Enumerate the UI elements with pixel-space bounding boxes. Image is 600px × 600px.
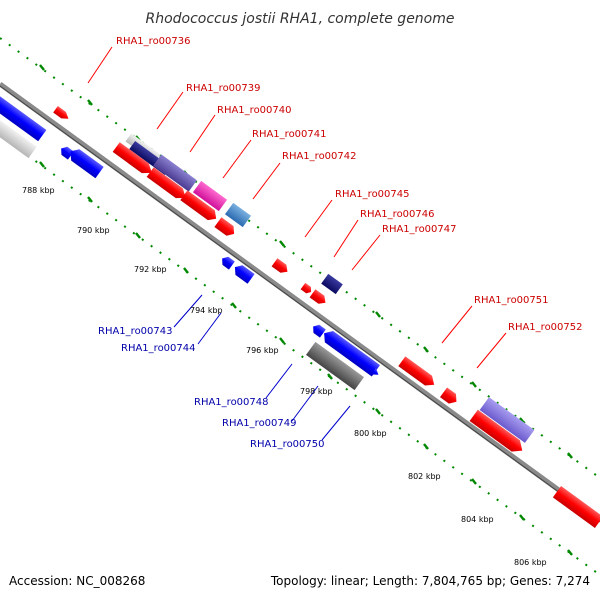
label-ro00751[interactable]: RHA1_ro00751	[474, 295, 549, 306]
gene-ro00745[interactable]	[300, 282, 314, 295]
gene-blue-1[interactable]	[58, 144, 74, 160]
gene-red-5[interactable]	[271, 258, 291, 275]
bottom-callout-lines	[173, 294, 351, 441]
top-callout-lines	[87, 46, 507, 369]
label-ro00748[interactable]: RHA1_ro00748	[194, 397, 269, 408]
gene-ro00746[interactable]	[309, 289, 329, 306]
bottom-gene-labels: RHA1_ro00743 RHA1_ro00744 RHA1_ro00748 R…	[98, 326, 325, 450]
label-ro00744[interactable]: RHA1_ro00744	[121, 343, 196, 354]
label-ro00752[interactable]: RHA1_ro00752	[508, 322, 583, 333]
label-ro00739[interactable]: RHA1_ro00739	[186, 83, 261, 94]
genome-backbone-shadow	[0, 85, 600, 523]
gene-ro00750[interactable]	[306, 341, 364, 391]
upper-major-ticks	[39, 64, 573, 459]
accession-text: Accession: NC_008268	[9, 574, 145, 588]
gene-red-7[interactable]	[440, 387, 460, 406]
tick-790: 790 kbp	[77, 226, 110, 235]
tick-804: 804 kbp	[461, 515, 494, 524]
gene-ro00752[interactable]	[552, 486, 600, 528]
gene-gray-left[interactable]	[0, 113, 37, 159]
tick-788: 788 kbp	[22, 186, 55, 195]
gene-blue-small[interactable]	[371, 368, 381, 378]
label-ro00747[interactable]: RHA1_ro00747	[382, 224, 457, 235]
tick-800: 800 kbp	[354, 429, 387, 438]
label-ro00740[interactable]: RHA1_ro00740	[217, 105, 292, 116]
gene-ro00748[interactable]	[310, 322, 326, 338]
gene-red-6[interactable]	[398, 356, 437, 389]
tick-792: 792 kbp	[134, 265, 167, 274]
gene-ro00741[interactable]	[192, 180, 228, 212]
gene-ro00744[interactable]	[231, 262, 255, 284]
label-ro00741[interactable]: RHA1_ro00741	[252, 129, 327, 140]
gene-red-4[interactable]	[214, 217, 237, 238]
gene-ro00747[interactable]	[321, 273, 343, 295]
map-title: Rhodococcus jostii RHA1, complete genome	[145, 11, 454, 27]
gene-blue-left[interactable]	[0, 94, 47, 142]
gene-ro00743[interactable]	[219, 254, 235, 270]
label-ro00749[interactable]: RHA1_ro00749	[222, 418, 297, 429]
label-ro00743[interactable]: RHA1_ro00743	[98, 326, 173, 337]
topology-text: Topology: linear; Length: 7,804,765 bp; …	[270, 574, 590, 588]
gene-red-8[interactable]	[469, 409, 527, 457]
top-gene-labels: RHA1_ro00736 RHA1_ro00739 RHA1_ro00740 R…	[116, 36, 583, 333]
gene-ro00749[interactable]	[320, 328, 381, 377]
lower-major-ticks	[39, 161, 573, 556]
kbp-tick-labels: 788 kbp 790 kbp 792 kbp 794 kbp 796 kbp …	[22, 186, 547, 567]
gene-ro00740[interactable]	[153, 154, 197, 192]
gene-blue-2[interactable]	[66, 146, 104, 179]
label-ro00750[interactable]: RHA1_ro00750	[250, 439, 325, 450]
tick-802: 802 kbp	[408, 472, 441, 481]
genome-backbone	[0, 81, 600, 523]
gene-red-2[interactable]	[146, 167, 190, 203]
label-ro00742[interactable]: RHA1_ro00742	[282, 151, 357, 162]
gene-red-1[interactable]	[112, 142, 156, 178]
tick-806: 806 kbp	[514, 558, 547, 567]
tick-794: 794 kbp	[190, 306, 223, 315]
label-ro00746[interactable]: RHA1_ro00746	[360, 209, 435, 220]
tick-798: 798 kbp	[300, 387, 333, 396]
tick-796: 796 kbp	[246, 346, 279, 355]
label-ro00736[interactable]: RHA1_ro00736	[116, 36, 191, 47]
gene-red-3[interactable]	[180, 190, 219, 223]
label-ro00745[interactable]: RHA1_ro00745	[335, 189, 410, 200]
gene-ro00736[interactable]	[53, 106, 71, 122]
gene-ro00751[interactable]	[479, 397, 535, 443]
gene-ro00742[interactable]	[224, 202, 252, 228]
